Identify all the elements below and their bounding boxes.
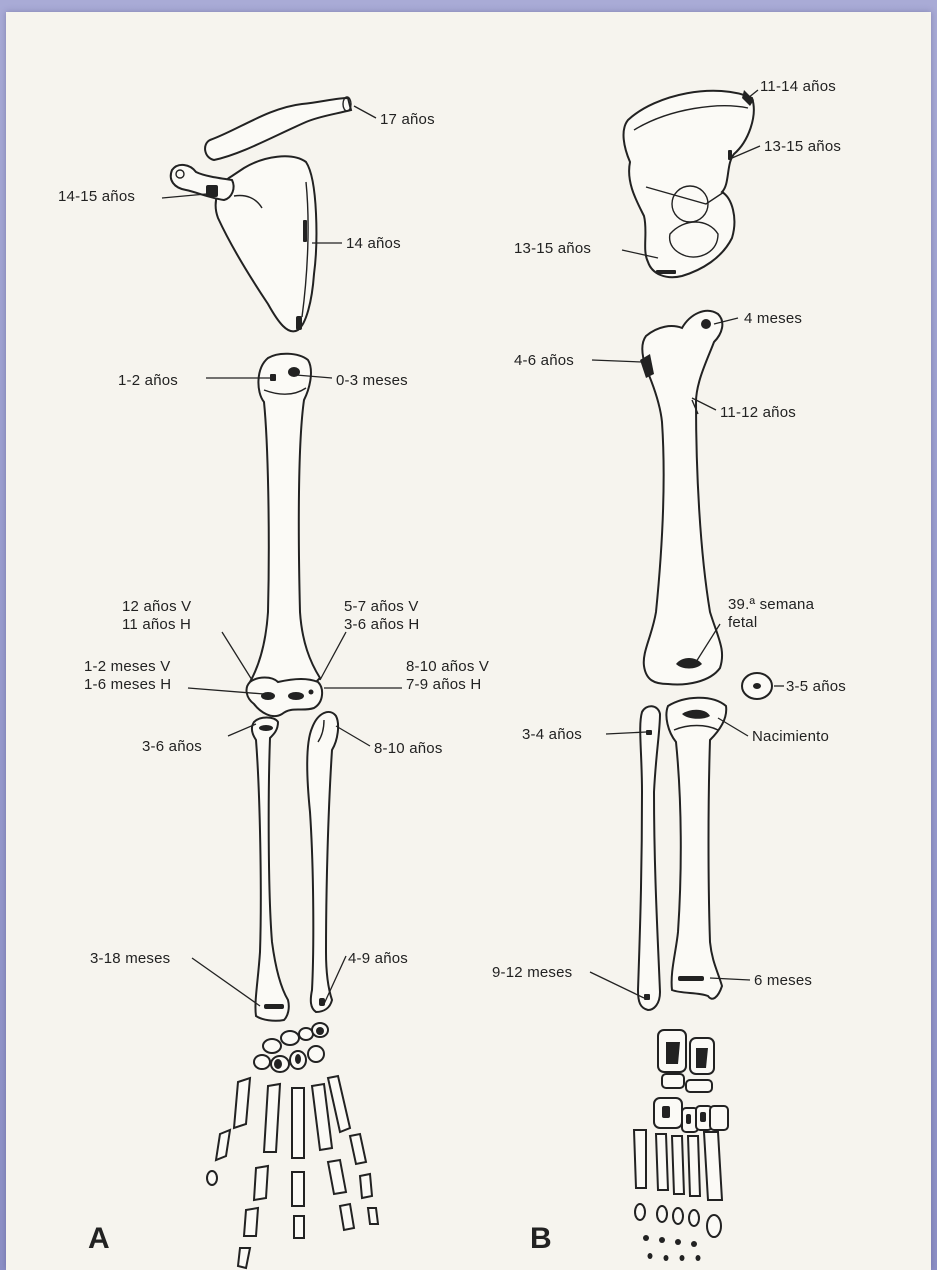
clavicle-bone [205, 98, 351, 160]
label-humerus-head-left: 1-2 años [118, 372, 178, 389]
radius-bone [252, 718, 289, 1021]
label-distal-femur-2: fetal [728, 614, 757, 631]
label-coracoid: 14-15 años [58, 188, 135, 205]
label-radius-head: 3-6 años [142, 738, 202, 755]
label-lateral-epicondyle-v: 5-7 años V [344, 598, 419, 615]
label-scapula: 14 años [346, 235, 401, 252]
panel-letter-a: A [88, 1222, 110, 1256]
diagram-page: 17 años 14-15 años 14 años 1-2 años 0-3 … [6, 12, 931, 1270]
label-distal-radius: 3-18 meses [90, 950, 170, 967]
label-trochlea-v: 8-10 años V [406, 658, 489, 675]
label-aiis: 13-15 años [764, 138, 841, 155]
label-olecranon: 8-10 años [374, 740, 443, 757]
label-patella: 3-5 años [786, 678, 846, 695]
ulna-bone [307, 712, 338, 1012]
tibia-bone [666, 698, 726, 999]
label-greater-trochanter: 4 meses [744, 310, 802, 327]
label-humerus-head-right: 0-3 meses [336, 372, 408, 389]
tarsal-bones [654, 1030, 728, 1132]
label-proximal-tibia: Nacimiento [752, 728, 829, 745]
hand-bones [207, 1076, 378, 1268]
ossification-diagram [6, 12, 931, 1270]
foot-bones [634, 1130, 722, 1261]
label-lesser-trochanter: 11-12 años [720, 404, 796, 421]
label-distal-femur-1: 39.ª semana [728, 596, 814, 613]
hip-bone [624, 91, 754, 277]
label-capitulum-v: 1-2 meses V [84, 658, 170, 675]
label-medial-epicondyle-v: 12 años V [122, 598, 191, 615]
humerus-bone [250, 354, 320, 688]
label-distal-ulna: 4-9 años [348, 950, 408, 967]
label-lateral-epicondyle-h: 3-6 años H [344, 616, 419, 633]
fibula-bone [638, 706, 660, 1010]
label-distal-fibula: 9-12 meses [492, 964, 572, 981]
label-trochlea-h: 7-9 años H [406, 676, 481, 693]
label-distal-tibia: 6 meses [754, 972, 812, 989]
panel-letter-b: B [530, 1222, 552, 1256]
label-clavicle: 17 años [380, 111, 435, 128]
label-proximal-fibula: 3-4 años [522, 726, 582, 743]
label-capitulum-h: 1-6 meses H [84, 676, 171, 693]
label-medial-epicondyle-h: 11 años H [122, 616, 191, 633]
carpal-bones [254, 1023, 328, 1072]
label-ischium: 13-15 años [514, 240, 591, 257]
label-femoral-head: 4-6 años [514, 352, 574, 369]
label-iliac-crest: 11-14 años [760, 78, 836, 95]
femur-bone [642, 311, 722, 685]
